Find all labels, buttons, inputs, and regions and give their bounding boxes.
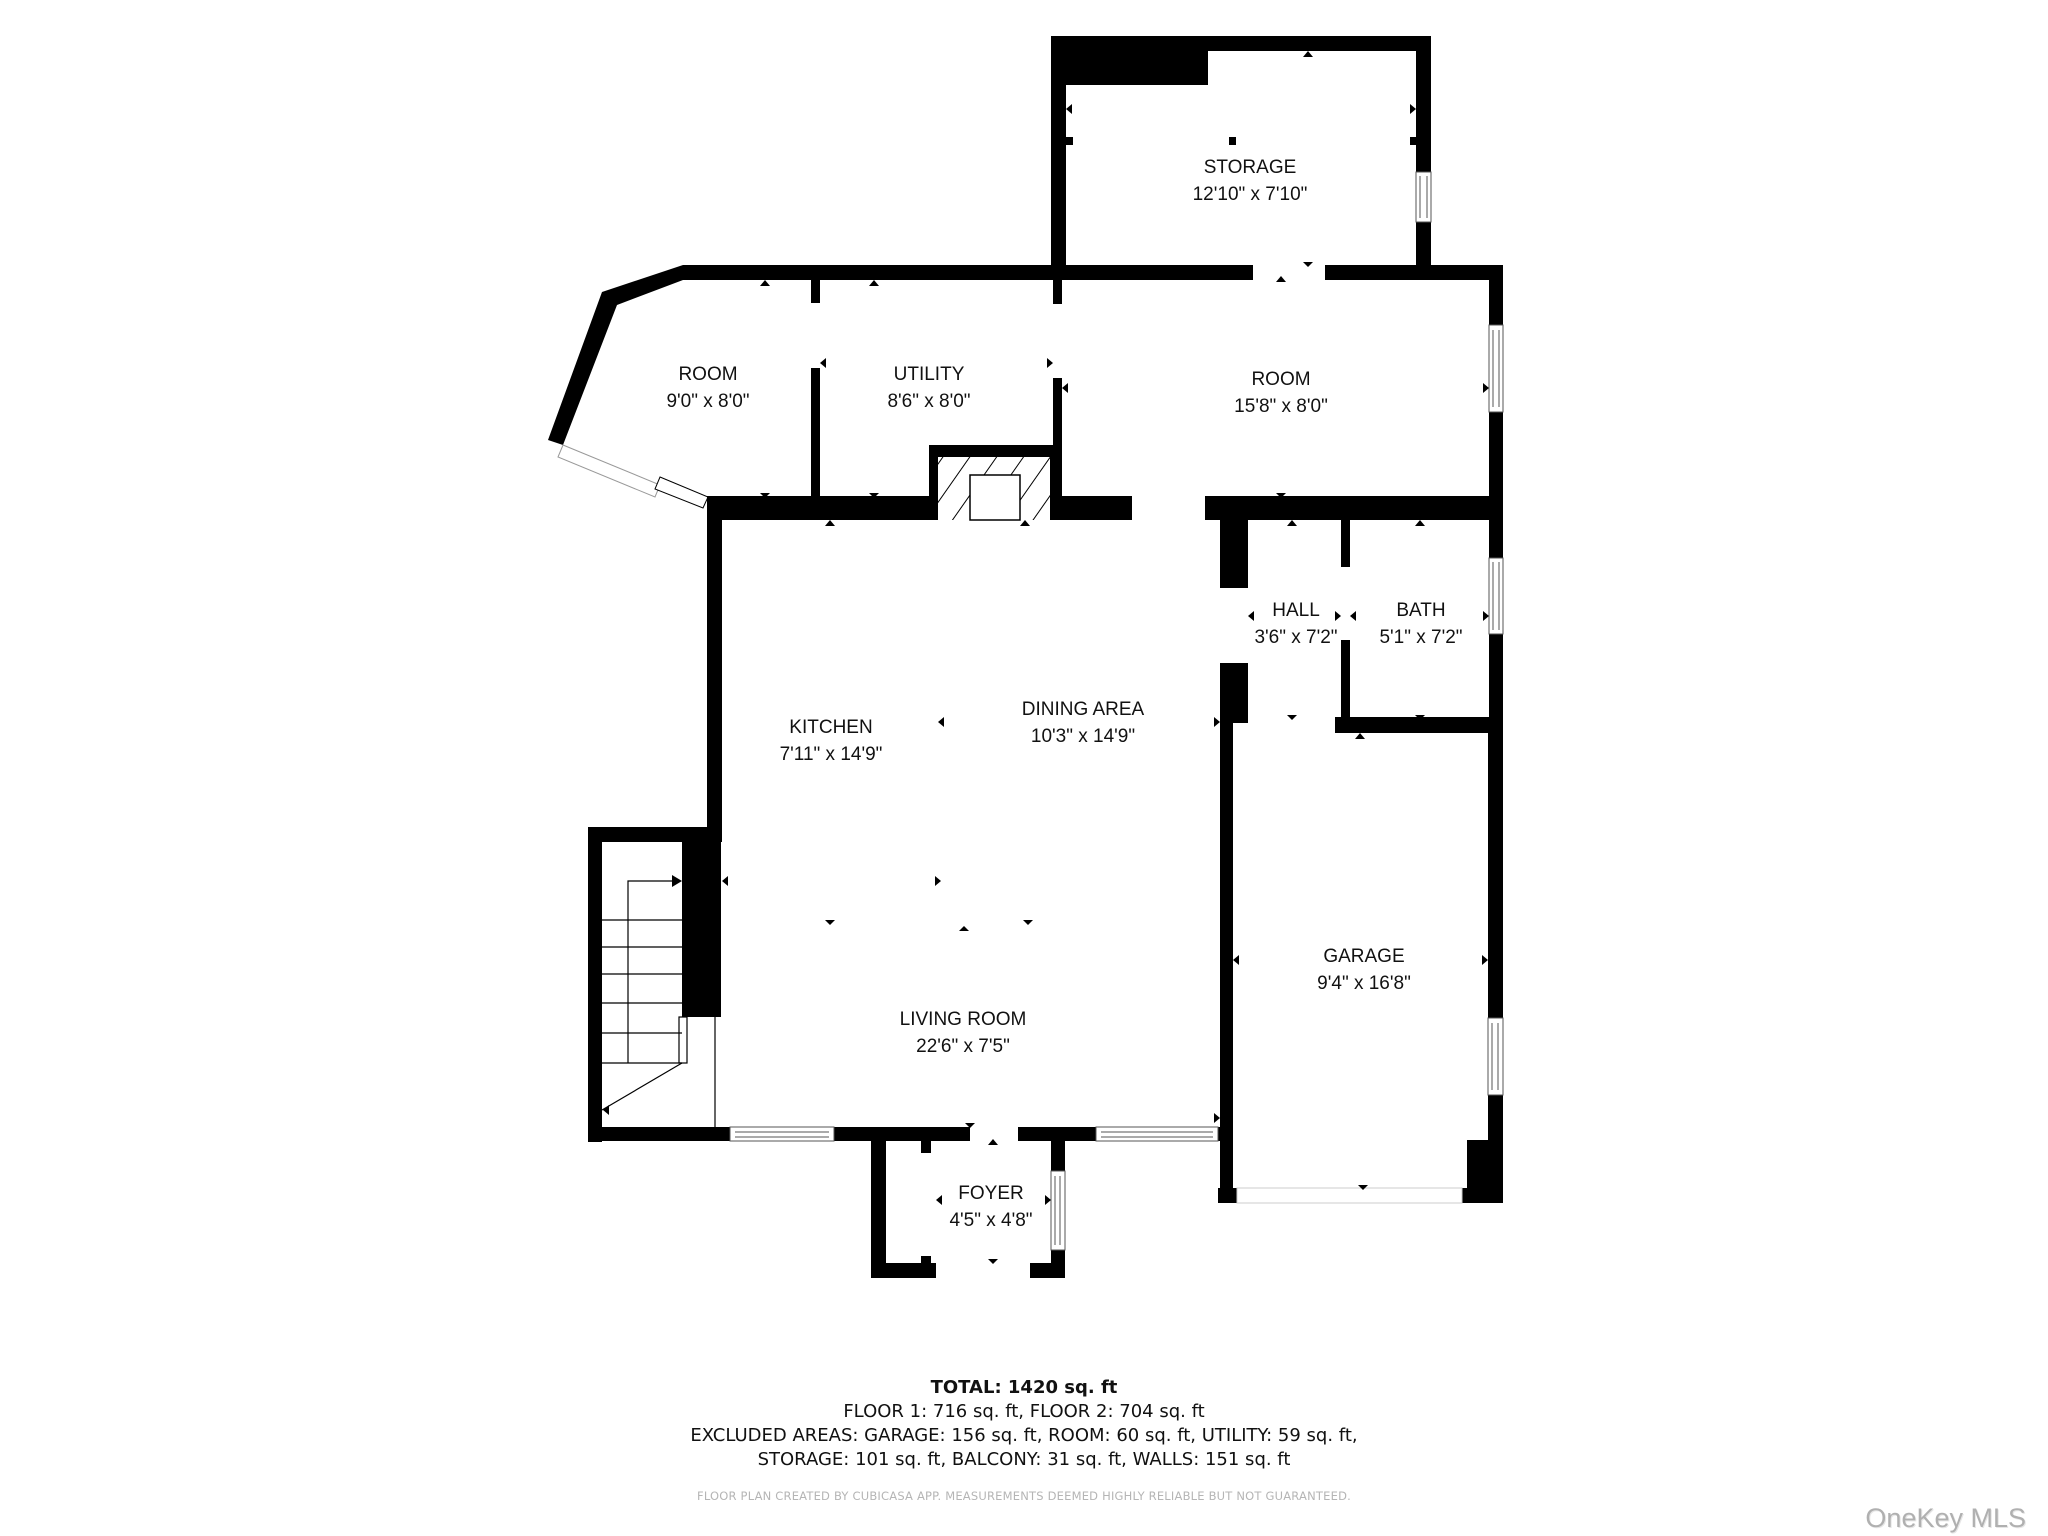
watermark: OneKey MLS	[1865, 1503, 2026, 1533]
room-name: KITCHEN	[789, 717, 873, 738]
room-name: STORAGE	[1203, 157, 1297, 178]
room-label-garage: GARAGE 9'4" x 16'8"	[1317, 943, 1411, 997]
room-label-utility: UTILITY 8'6" x 8'0"	[887, 361, 970, 415]
room-dimensions: 5'1" x 7'2"	[1379, 627, 1463, 648]
room-name: HALL	[1272, 600, 1320, 621]
room-dimensions: 12'10" x 7'10"	[1192, 184, 1308, 205]
room-label-foyer: FOYER 4'5" x 4'8"	[949, 1180, 1032, 1234]
total-area: TOTAL: 1420 sq. ft	[930, 1377, 1118, 1398]
room-dimensions: 8'6" x 8'0"	[887, 391, 971, 412]
room-label-living: LIVING ROOM 22'6" x 7'5"	[900, 1006, 1027, 1060]
disclaimer: FLOOR PLAN CREATED BY CUBICASA APP. MEAS…	[697, 1489, 1351, 1503]
hall-bath-walls	[1220, 520, 1503, 733]
garage-door	[1236, 1187, 1463, 1204]
room-label-storage: STORAGE 12'10" x 7'10"	[1193, 154, 1308, 208]
room-name: ROOM	[1251, 369, 1311, 390]
room-name: UTILITY	[893, 364, 965, 385]
storage-window	[1415, 171, 1432, 223]
room-label-room-left: ROOM 9'0" x 8'0"	[666, 361, 749, 415]
excluded-areas-line-1: EXCLUDED AREAS: GARAGE: 156 sq. ft, ROOM…	[690, 1425, 1358, 1446]
room-dimensions: 7'11" x 14'9"	[779, 744, 883, 765]
storage-walls	[1051, 36, 1431, 280]
room-dimensions: 4'5" x 4'8"	[949, 1210, 1033, 1231]
bay-windows	[557, 444, 709, 509]
room-label-bath: BATH 5'1" x 7'2"	[1379, 597, 1462, 651]
room-name: FOYER	[958, 1183, 1024, 1204]
measure-arrows	[603, 51, 1489, 1264]
room-label-hall: HALL 3'6" x 7'2"	[1254, 597, 1337, 651]
foyer-window	[1050, 1170, 1066, 1251]
foyer-walls	[871, 1141, 1065, 1278]
upper-walls	[548, 265, 1503, 520]
bath-window	[1488, 557, 1504, 635]
main-walls	[588, 496, 1503, 1203]
room-name: BATH	[1396, 600, 1446, 621]
room-dimensions: 9'0" x 8'0"	[666, 391, 750, 412]
room-dimensions: 22'6" x 7'5"	[916, 1036, 1010, 1057]
room-name: GARAGE	[1323, 946, 1405, 967]
floor-areas: FLOOR 1: 716 sq. ft, FLOOR 2: 704 sq. ft	[843, 1401, 1205, 1422]
room-name: ROOM	[678, 364, 738, 385]
room-name: LIVING ROOM	[899, 1009, 1027, 1030]
room-label-kitchen: KITCHEN 7'11" x 14'9"	[780, 714, 883, 768]
room-dimensions: 9'4" x 16'8"	[1317, 973, 1411, 994]
right-room-window	[1488, 324, 1504, 413]
room-dimensions: 10'3" x 14'9"	[1030, 726, 1136, 747]
room-dimensions: 15'8" x 8'0"	[1234, 396, 1328, 417]
room-label-dining: DINING AREA 10'3" x 14'9"	[1022, 696, 1144, 750]
chimney	[938, 457, 1050, 521]
living-windows	[729, 1126, 1219, 1142]
excluded-areas-line-2: STORAGE: 101 sq. ft, BALCONY: 31 sq. ft,…	[757, 1449, 1291, 1470]
garage-window	[1487, 1017, 1504, 1096]
room-dimensions: 3'6" x 7'2"	[1254, 627, 1338, 648]
room-label-room-right: ROOM 15'8" x 8'0"	[1234, 366, 1328, 420]
room-name: DINING AREA	[1021, 699, 1145, 720]
staircase	[601, 875, 716, 1127]
